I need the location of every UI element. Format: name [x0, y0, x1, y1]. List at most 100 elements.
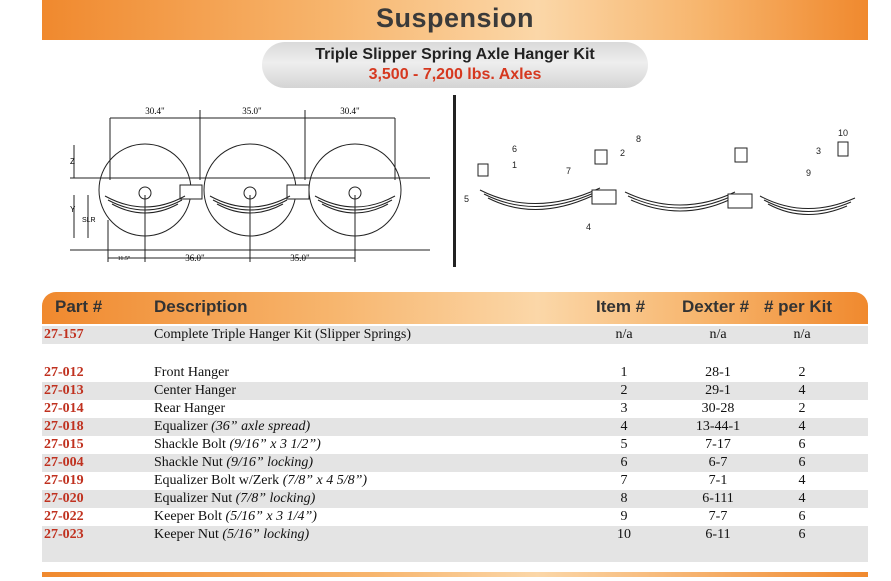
item-number: 1	[620, 365, 628, 380]
description: Equalizer Bolt w/Zerk (7/8” x 4 5/8”)	[154, 473, 367, 489]
item-number: 2	[620, 383, 628, 398]
callout-4: 4	[586, 222, 591, 232]
description: Center Hanger	[154, 383, 236, 399]
item-number: 7	[620, 473, 628, 488]
section-banner: Suspension	[42, 0, 868, 40]
dim-label-slr: SLR	[82, 217, 96, 224]
item-number: 3	[620, 401, 628, 416]
quantity-per-kit: 6	[798, 455, 806, 470]
description: Shackle Bolt (9/16” x 3 1/2”)	[154, 437, 321, 453]
col-dexter: Dexter #	[682, 297, 750, 316]
exploded-parts-diagram: 1 2 3 4 5 6 7 8 9 10	[464, 128, 856, 232]
part-number: 27-019	[44, 473, 84, 488]
table-row: 27-004 Shackle Nut (9/16” locking) 6 6-7 6	[42, 454, 868, 472]
description-text: Equalizer Bolt w/Zerk	[154, 473, 283, 488]
callout-5: 5	[464, 194, 469, 204]
callout-3: 3	[816, 146, 821, 156]
description-note: (9/16” locking)	[226, 455, 314, 470]
dexter-number: 7-7	[708, 509, 728, 524]
description-text: Shackle Bolt	[154, 437, 230, 452]
quantity-per-kit: 2	[798, 401, 806, 416]
description-text: Front Hanger	[154, 365, 230, 380]
section-title: Suspension	[375, 3, 535, 33]
dexter-number: 6-11	[705, 527, 731, 542]
callout-9: 9	[806, 168, 811, 178]
dexter-number: 29-1	[705, 383, 731, 398]
quantity-per-kit: 4	[798, 473, 806, 488]
description-note: (36” axle spread)	[211, 419, 311, 434]
callout-2: 2	[620, 148, 625, 158]
callout-1: 1	[512, 160, 517, 170]
description-text: Equalizer	[154, 419, 212, 434]
description-text: Complete Triple Hanger Kit (Slipper Spri…	[154, 327, 412, 342]
quantity-per-kit: n/a	[793, 327, 811, 342]
axle-spacing-diagram: 30.4" 35.0" 30.4" 11.5" 36.0" 35.0" Z Y …	[70, 106, 430, 263]
part-number: 27-023	[44, 527, 84, 542]
description-note: (7/8” locking)	[235, 491, 316, 506]
table-row: 27-019 Equalizer Bolt w/Zerk (7/8” x 4 5/…	[42, 472, 868, 490]
dim-top-3: 30.4"	[340, 106, 360, 116]
description-note: (7/8” x 4 5/8”)	[282, 473, 368, 488]
item-number: 9	[620, 509, 628, 524]
dim-label-y: Y	[70, 205, 76, 214]
part-number: 27-157	[44, 327, 84, 342]
quantity-per-kit: 4	[798, 419, 806, 434]
dexter-number: n/a	[709, 327, 727, 342]
item-number: 5	[620, 437, 628, 452]
part-number: 27-022	[44, 509, 84, 524]
item-number: 8	[620, 491, 628, 506]
description-text: Equalizer Nut	[154, 491, 236, 506]
description: Front Hanger	[154, 365, 229, 381]
table-row-empty	[42, 544, 868, 562]
quantity-per-kit: 6	[798, 509, 806, 524]
item-number: 6	[620, 455, 628, 470]
callout-7: 7	[566, 166, 571, 176]
description-note: (5/16” locking)	[222, 527, 310, 542]
description-text: Rear Hanger	[154, 401, 226, 416]
kit-capacity: 3,500 - 7,200 lbs. Axles	[368, 66, 542, 83]
description: Shackle Nut (9/16” locking)	[154, 455, 313, 471]
part-number: 27-012	[44, 365, 84, 380]
quantity-per-kit: 6	[798, 527, 806, 542]
callout-10: 10	[838, 128, 848, 138]
description: Equalizer Nut (7/8” locking)	[154, 491, 315, 507]
description: Keeper Bolt (5/16” x 3 1/4”)	[154, 509, 317, 525]
callout-6: 6	[512, 144, 517, 154]
quantity-per-kit: 2	[798, 365, 806, 380]
dexter-number: 7-17	[705, 437, 731, 452]
description: Complete Triple Hanger Kit (Slipper Spri…	[154, 327, 411, 343]
part-number: 27-004	[44, 455, 84, 470]
description-text: Keeper Bolt	[154, 509, 226, 524]
dim-top-2: 35.0"	[242, 106, 262, 116]
dexter-number: 30-28	[701, 401, 735, 416]
dexter-number: 6-7	[708, 455, 728, 470]
quantity-per-kit: 4	[798, 491, 806, 506]
part-number: 27-013	[44, 383, 84, 398]
table-row: 27-013 Center Hanger 2 29-1 4	[42, 382, 868, 400]
col-part: Part #	[55, 297, 103, 316]
diagram-divider	[453, 95, 456, 267]
dexter-number: 13-44-1	[695, 419, 741, 434]
quantity-per-kit: 4	[798, 383, 806, 398]
dim-top-1: 30.4"	[145, 106, 165, 116]
callout-8: 8	[636, 134, 641, 144]
description-text: Keeper Nut	[154, 527, 223, 542]
description-text: Shackle Nut	[154, 455, 227, 470]
description: Equalizer (36” axle spread)	[154, 419, 310, 435]
description: Keeper Nut (5/16” locking)	[154, 527, 309, 543]
description-note: (9/16” x 3 1/2”)	[229, 437, 321, 452]
description: Rear Hanger	[154, 401, 225, 417]
col-item: Item #	[596, 297, 646, 316]
item-number: n/a	[615, 327, 633, 342]
description-note: (5/16” x 3 1/4”)	[225, 509, 317, 524]
col-per-kit: # per Kit	[764, 297, 833, 316]
table-row: 27-157 Complete Triple Hanger Kit (Slippe…	[42, 326, 868, 344]
dexter-number: 6-111	[702, 491, 734, 506]
item-number: 4	[620, 419, 628, 434]
bottom-rule	[42, 572, 868, 577]
